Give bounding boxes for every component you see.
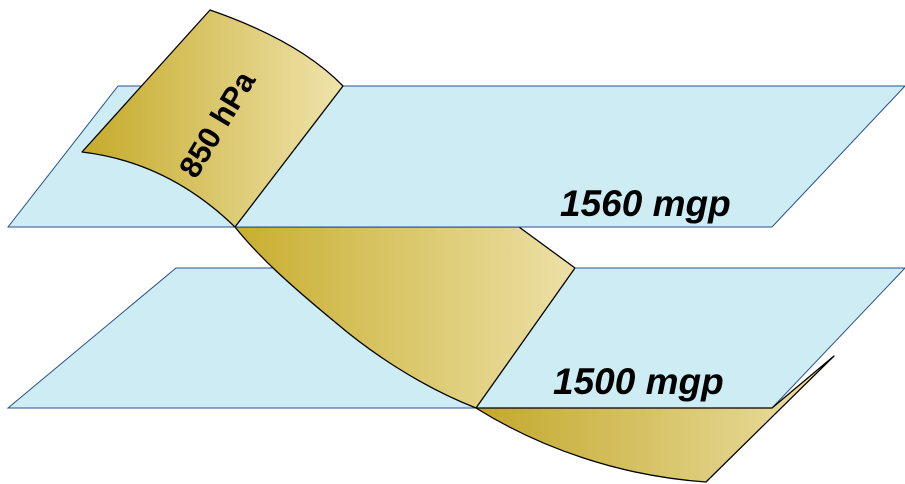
lower-level-label: 1500 mgp [553,361,724,402]
pressure-surface-top [81,9,344,228]
pressure-surface-bottom [475,355,835,483]
pressure-surface-middle [234,226,576,409]
upper-level-label: 1560 mgp [560,183,731,224]
